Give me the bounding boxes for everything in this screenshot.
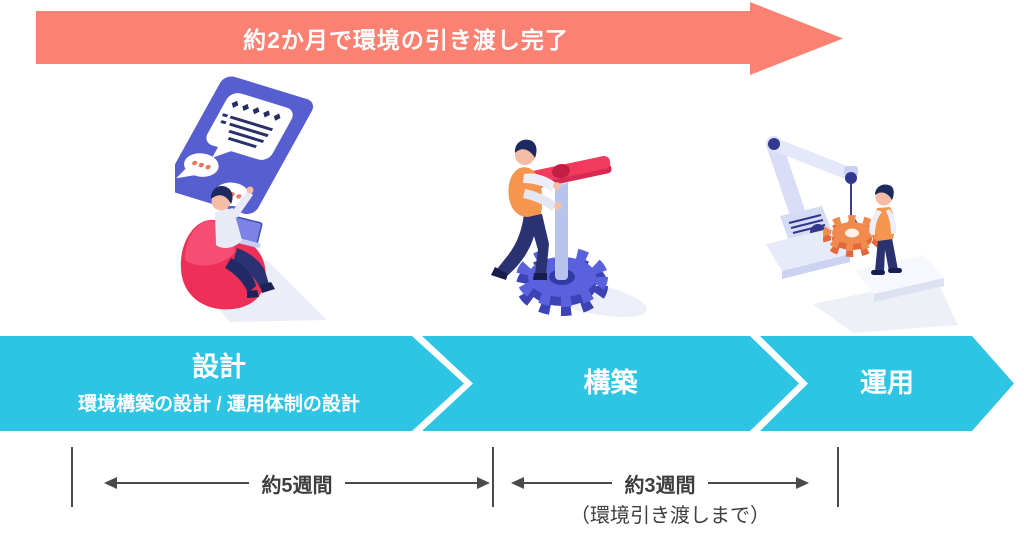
span-build-label: 約3週間 <box>624 474 696 497</box>
duration-banner: 約2か月で環境の引き渡し完了 <box>36 11 750 64</box>
duration-banner-arrowhead-icon <box>750 2 843 75</box>
arrow-left-icon <box>104 477 117 489</box>
phase-design: 設計 環境構築の設計 / 運用体制の設計 <box>0 336 464 431</box>
span-line <box>344 482 477 484</box>
design-review-illustration <box>175 76 327 322</box>
arrow-right-icon <box>477 477 490 489</box>
span-line <box>707 482 796 484</box>
phase-operate-title: 運用 <box>860 368 914 399</box>
arrow-left-icon <box>511 477 524 489</box>
timeline-span-build: 約3週間 <box>511 471 809 497</box>
timeline-tick-start <box>71 447 73 507</box>
span-line <box>524 482 613 484</box>
crane-operation-illustration <box>766 136 958 333</box>
span-build-note: （環境引き渡しまで） <box>570 505 770 527</box>
phase-build-title: 構築 <box>583 368 638 399</box>
arrow-right-icon <box>796 477 809 489</box>
phase-design-subtitle: 環境構築の設計 / 運用体制の設計 <box>78 393 360 415</box>
timeline-tick-middle <box>492 447 494 507</box>
duration-banner-label: 約2か月で環境の引き渡し完了 <box>243 26 569 53</box>
timeline-span-design: 約5週間 <box>104 471 490 497</box>
span-design-label: 約5週間 <box>261 474 333 497</box>
span-line <box>117 482 250 484</box>
timeline-tick-end <box>837 447 839 507</box>
gear-assembly-illustration <box>491 139 647 317</box>
phase-design-title: 設計 <box>192 352 246 383</box>
phase-build: 構築 <box>422 336 799 431</box>
